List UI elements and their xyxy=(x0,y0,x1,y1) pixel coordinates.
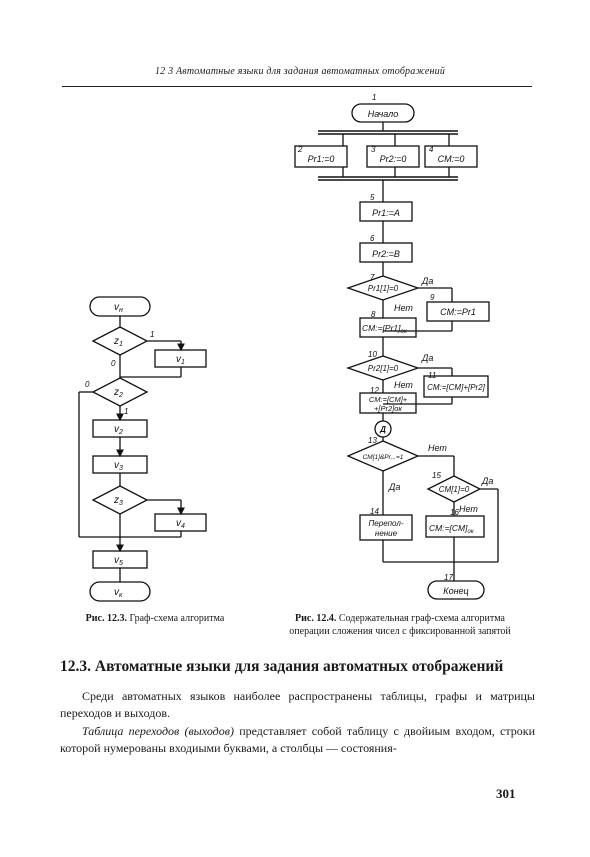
right-no-10: Нет xyxy=(394,380,413,390)
num-3: 3 xyxy=(371,145,376,154)
right-yes-13: Да xyxy=(388,482,400,492)
num-10: 10 xyxy=(368,350,377,359)
left-end-label: vк xyxy=(114,587,123,599)
right-c15: CM[1]=0 xyxy=(439,485,470,494)
right-end-terminal xyxy=(427,580,485,600)
left-z1-label: z1 xyxy=(113,336,123,348)
num-4: 4 xyxy=(429,145,434,154)
left-end-terminal xyxy=(89,581,151,602)
left-z1-branch-0: 0 xyxy=(111,359,116,368)
right-op-11 xyxy=(423,375,489,398)
right-no-15: Нет xyxy=(459,504,478,514)
num-1: 1 xyxy=(372,93,376,102)
left-v4-label: v4 xyxy=(176,518,185,530)
right-b4: CM:=0 xyxy=(438,154,465,164)
left-z1-branch-1: 1 xyxy=(150,330,154,339)
caption-fig-12-4: Рис. 12.4. Содержательная граф-схема алг… xyxy=(255,612,545,638)
right-b8: CM:=[Pr1]ок xyxy=(362,323,408,335)
page-number: 301 xyxy=(496,786,516,801)
left-v2-label: v2 xyxy=(114,424,123,436)
right-b11: CM:=[CM]+[Pr2] xyxy=(427,383,486,392)
num-9: 9 xyxy=(430,293,435,302)
right-b2: Pr1:=0 xyxy=(308,154,335,164)
num-8: 8 xyxy=(371,310,376,319)
paragraph-2-term: Таблица переходов (выходов) xyxy=(82,724,234,738)
right-yes-15: Да xyxy=(481,476,493,486)
flowcharts: vн z1 v1 z2 v2 v3 z3 v4 v5 vк 1 0 0 1 1 … xyxy=(78,93,499,602)
left-z2-branch-1: 1 xyxy=(124,407,128,416)
num-14: 14 xyxy=(370,507,379,516)
paragraph-1: Среди автоматных языков наиболее распрос… xyxy=(60,689,535,720)
left-v3-label: v3 xyxy=(114,460,123,472)
running-head: 12 3 Автоматные языки для задания автома… xyxy=(154,66,446,77)
caption-fig-12-3-text: Граф-схема алгоритма xyxy=(129,613,225,624)
left-start-label: vн xyxy=(114,302,123,314)
right-b9: CM:=Pr1 xyxy=(440,307,476,317)
right-b5: Pr1:=A xyxy=(372,208,400,218)
left-v5-label: v5 xyxy=(114,555,123,567)
right-yes-10: Да xyxy=(421,353,433,363)
right-c10: Pr2[1]=0 xyxy=(368,364,399,373)
right-b16: CM:=[CM]ок xyxy=(429,523,475,535)
caption-fig-12-4-line1: Содержательная граф-схема алгоритма xyxy=(338,613,505,624)
num-15: 15 xyxy=(432,471,441,480)
right-b12-line2: +[Pr2]ок xyxy=(374,404,402,413)
right-op-9 xyxy=(426,301,490,322)
section-title: 12.3. Автоматные языки для задания автом… xyxy=(60,658,504,675)
num-6: 6 xyxy=(370,234,375,243)
caption-fig-12-4-line2: операции сложения чисел с фиксированной … xyxy=(289,626,511,637)
caption-fig-12-3: Рис. 12.3. Граф-схема алгоритма xyxy=(80,612,230,625)
right-c13: CM[1]&Pr...=1 xyxy=(363,454,404,461)
num-12: 12 xyxy=(370,386,379,395)
num-5: 5 xyxy=(370,193,375,202)
right-connector-label: Д xyxy=(379,425,386,434)
left-z2-branch-0: 0 xyxy=(85,380,90,389)
right-op-2 xyxy=(294,145,348,168)
right-b14-line2: нение xyxy=(375,529,398,538)
right-no-13: Нет xyxy=(428,443,447,453)
num-11: 11 xyxy=(428,371,436,380)
caption-fig-12-3-prefix: Рис. 12.3. xyxy=(85,613,127,624)
right-op-3 xyxy=(366,145,420,168)
right-op-6 xyxy=(359,242,413,263)
right-op-16 xyxy=(425,515,485,538)
caption-fig-12-4-prefix: Рис. 12.4. xyxy=(295,613,337,624)
right-op-4 xyxy=(424,145,478,168)
right-b12-line1: CM:=[CM]+ xyxy=(369,395,408,404)
header-rule xyxy=(62,86,532,87)
paragraph-2: Таблица переходов (выходов) представляет… xyxy=(60,723,535,757)
right-b14-line1: Перепол- xyxy=(369,519,404,528)
right-b6: Pr2:=B xyxy=(372,249,400,259)
right-yes-7: Да xyxy=(421,276,433,286)
right-b3: Pr2:=0 xyxy=(380,154,407,164)
right-no-7: Нет xyxy=(394,303,413,313)
right-c7: Pr1[1]=0 xyxy=(368,284,399,293)
right-op-12 xyxy=(359,392,417,414)
right-end-label: Конец xyxy=(443,586,468,596)
num-2: 2 xyxy=(297,145,303,154)
right-op-14 xyxy=(359,514,413,541)
num-16: 16 xyxy=(450,508,459,517)
left-z3-label: z3 xyxy=(113,495,123,507)
right-start-label: Начало xyxy=(368,109,399,119)
num-13: 13 xyxy=(368,436,377,445)
right-op-5 xyxy=(359,201,413,222)
num-17: 17 xyxy=(444,573,453,582)
left-v1-label: v1 xyxy=(176,354,185,366)
left-z2-label: z2 xyxy=(113,387,123,399)
right-op-8 xyxy=(359,317,417,338)
paragraph-2-text: представляет собой таблицу с двойиым вхо… xyxy=(60,724,535,755)
num-7: 7 xyxy=(370,273,375,282)
